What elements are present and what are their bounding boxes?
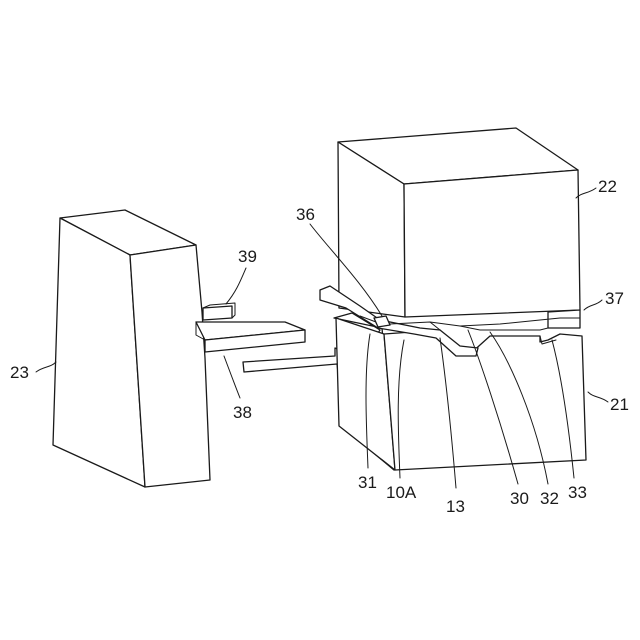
label-32: 32 xyxy=(540,489,559,508)
lower-block-21 xyxy=(334,313,586,470)
label-33: 33 xyxy=(568,483,587,502)
label-10A: 10A xyxy=(386,483,417,502)
label-30: 30 xyxy=(510,489,529,508)
label-36: 36 xyxy=(296,205,315,224)
upper-block-22 xyxy=(338,128,580,328)
label-21: 21 xyxy=(610,395,629,414)
block-23 xyxy=(53,210,210,487)
label-23: 23 xyxy=(10,363,29,382)
label-38: 38 xyxy=(233,403,252,422)
label-13: 13 xyxy=(446,497,465,516)
label-31: 31 xyxy=(358,473,377,492)
label-37: 37 xyxy=(605,289,624,308)
label-39: 39 xyxy=(238,247,257,266)
part-39 xyxy=(203,303,235,320)
punch-38 xyxy=(196,322,305,352)
label-22: 22 xyxy=(598,177,617,196)
